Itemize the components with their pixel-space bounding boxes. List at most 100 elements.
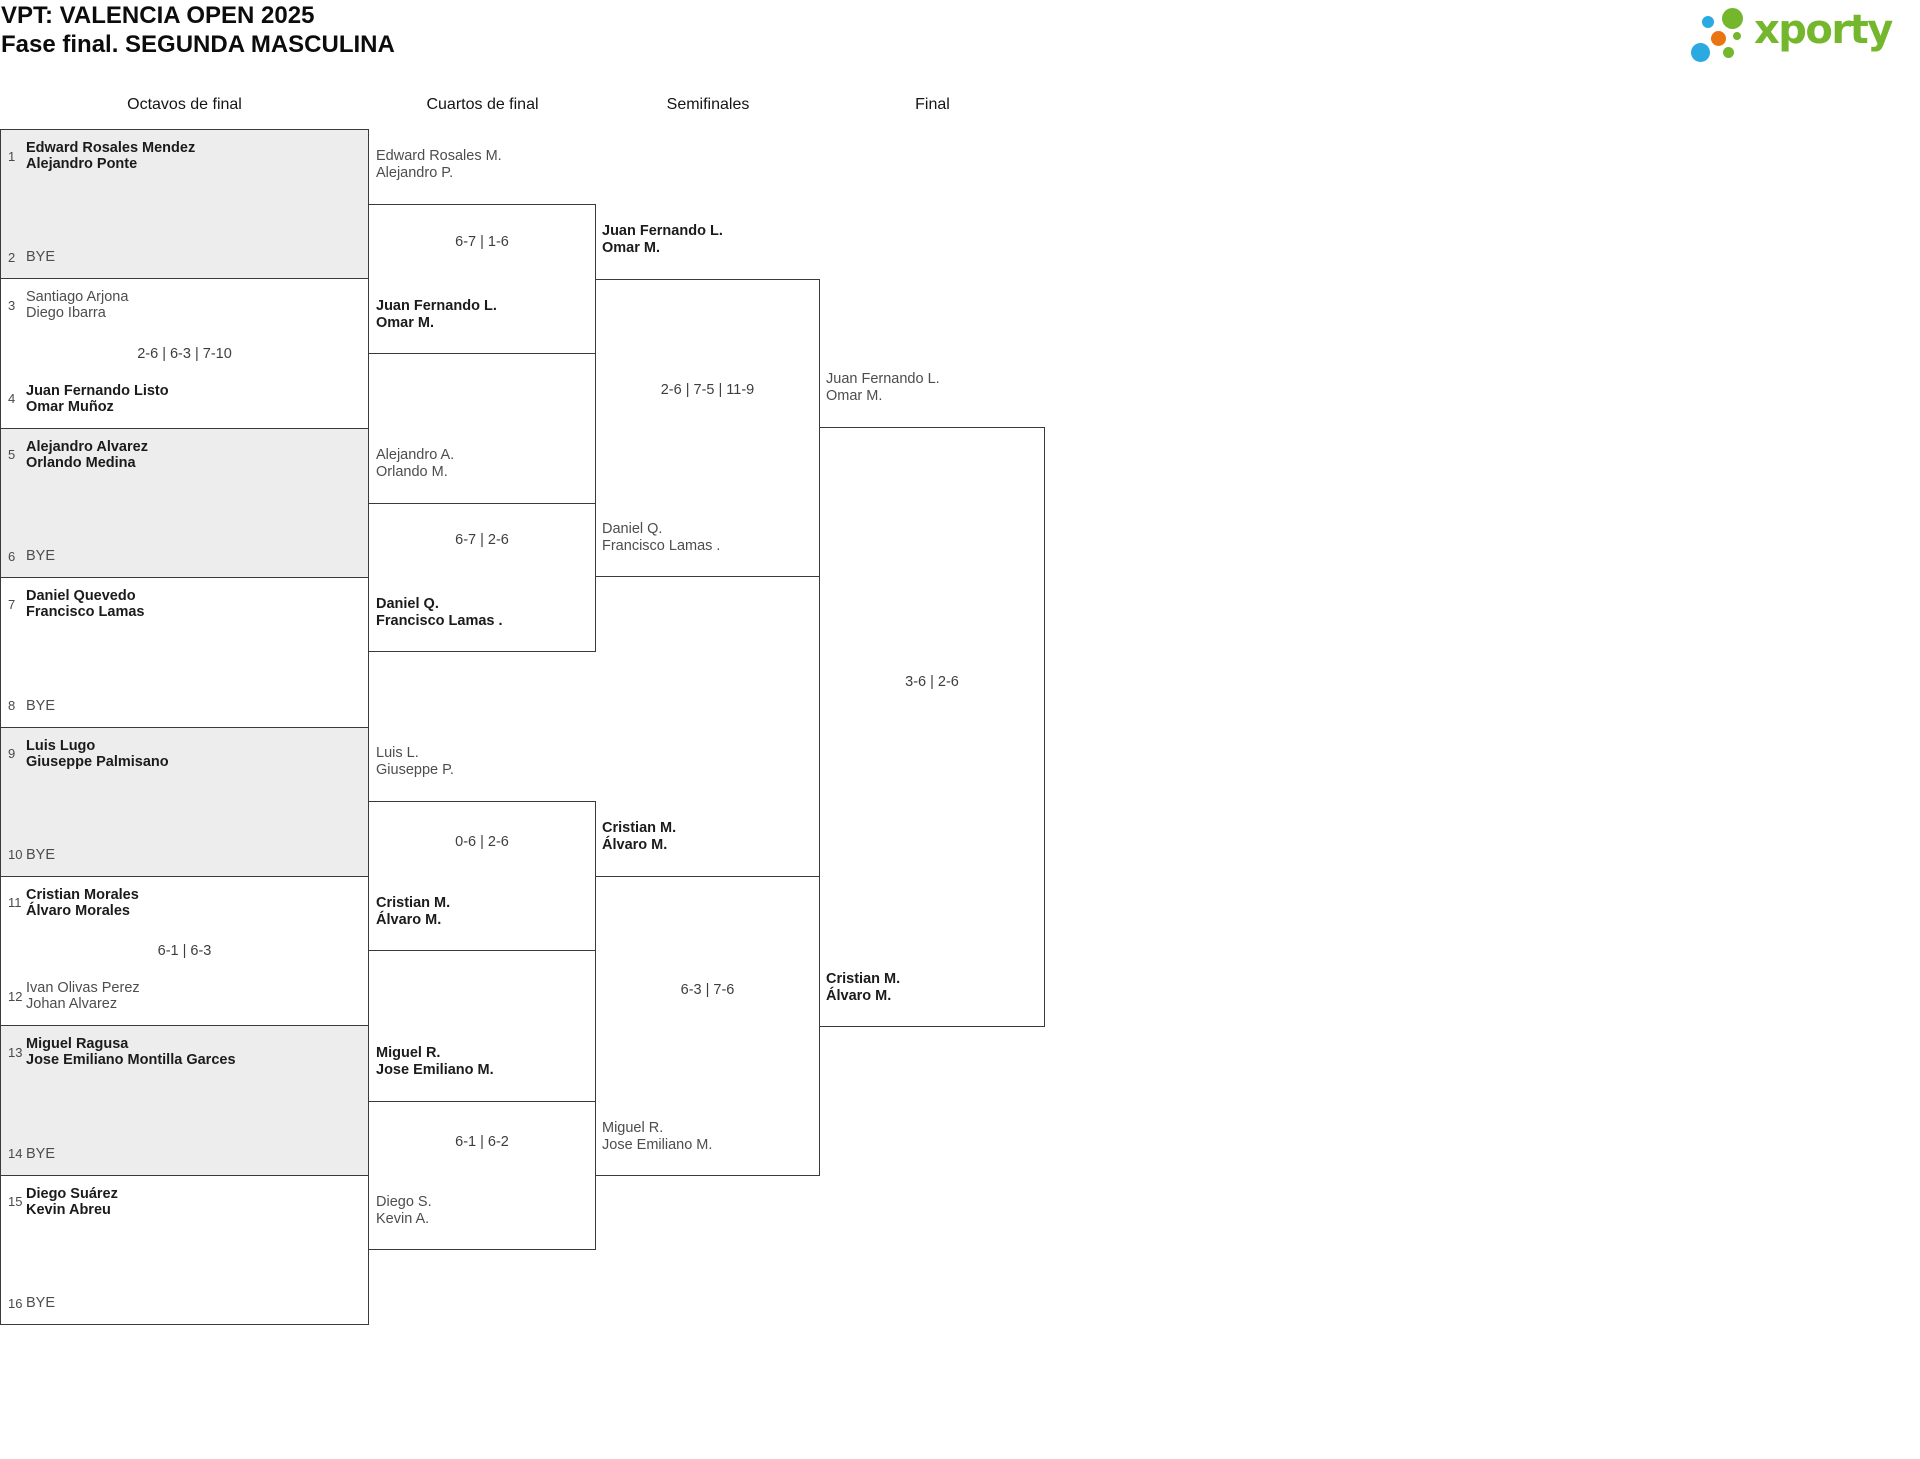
team-name-line: Francisco Lamas xyxy=(26,604,145,621)
team-name-line: Jose Emiliano M. xyxy=(376,1062,494,1078)
team-names: Miguel Ragusa Jose Emiliano Montilla Gar… xyxy=(26,1036,236,1068)
participant-b: 2 BYE xyxy=(8,249,55,265)
team-names: Diego Suárez Kevin Abreu xyxy=(26,1186,118,1218)
team-name-line: Cristian M. xyxy=(826,971,901,987)
team-name-line: Daniel Q. xyxy=(376,596,439,612)
round-header-octavos: Octavos de final xyxy=(127,96,242,113)
r16-match-6: 11 Cristian Morales Álvaro Morales 6-1 |… xyxy=(1,877,368,1027)
qf3-team-b-label: Cristian M. Álvaro M. xyxy=(376,895,450,929)
seed-number: 14 xyxy=(8,1146,23,1162)
participant-b: 8 BYE xyxy=(8,698,55,714)
team-name-line: Kevin A. xyxy=(376,1211,430,1227)
team-name-line: Edward Rosales M. xyxy=(376,148,502,164)
team-name-line: BYE xyxy=(26,1145,56,1162)
qf4-score: 6-1 | 6-2 xyxy=(455,1134,509,1150)
team-name-line: Álvaro M. xyxy=(602,837,668,853)
sf2-team-a-label: Cristian M. Álvaro M. xyxy=(602,820,676,854)
final-score: 3-6 | 2-6 xyxy=(905,674,959,690)
participant-b: 16 BYE xyxy=(8,1295,55,1311)
sf1-team-b-label: Daniel Q. Francisco Lamas . xyxy=(602,521,720,555)
participant-b: 10 BYE xyxy=(8,847,55,863)
team-name-line: Jose Emiliano M. xyxy=(602,1137,713,1153)
round-header-semifinales: Semifinales xyxy=(666,96,750,113)
team-name-line: Miguel R. xyxy=(376,1045,441,1061)
team-name-line: Luis L. xyxy=(376,745,419,761)
team-name-line: Álvaro M. xyxy=(376,912,442,928)
team-name-line: Diego S. xyxy=(376,1194,432,1210)
qf2-team-b-label: Daniel Q. Francisco Lamas . xyxy=(376,596,503,630)
team-name-line: Alejandro Ponte xyxy=(26,156,138,172)
team-name-line: Johan Alvarez xyxy=(26,996,118,1013)
team-name-line: Omar M. xyxy=(602,240,661,256)
team-name-line: Orlando M. xyxy=(376,464,448,480)
team-name-line: Cristian M. xyxy=(602,820,677,836)
team-name-line: BYE xyxy=(26,249,56,266)
seed-number: 5 xyxy=(8,447,16,463)
brand-wordmark: xporty xyxy=(1754,7,1893,53)
logo-dot-blue-small xyxy=(1702,16,1714,28)
team-names: BYE xyxy=(26,249,55,265)
seed-number: 11 xyxy=(8,895,22,911)
sf1-team-a-label: Juan Fernando L. Omar M. xyxy=(602,223,723,257)
qf2-score: 6-7 | 2-6 xyxy=(455,532,509,548)
seed-number: 15 xyxy=(8,1194,23,1210)
team-name-line: Cristian Morales xyxy=(26,886,139,903)
sf2-team-b-label: Miguel R. Jose Emiliano M. xyxy=(602,1120,712,1154)
team-name-line: Luis Lugo xyxy=(26,737,96,754)
team-name-line: Cristian M. xyxy=(376,895,451,911)
team-names: BYE xyxy=(26,548,55,564)
r16-match-7: 13 Miguel Ragusa Jose Emiliano Montilla … xyxy=(1,1026,368,1176)
team-names: Alejandro Alvarez Orlando Medina xyxy=(26,439,148,471)
brand-logo[interactable]: xporty xyxy=(1690,5,1918,67)
match-score: 6-1 | 6-3 xyxy=(157,943,212,960)
team-name-line: Juan Fernando Listo xyxy=(26,382,169,399)
participant-a: 15 Diego Suárez Kevin Abreu xyxy=(8,1186,118,1218)
team-names: Cristian Morales Álvaro Morales xyxy=(26,887,139,919)
team-names: BYE xyxy=(26,1146,55,1162)
team-name-line: Alejandro P. xyxy=(376,165,454,181)
page-subtitle: Fase final. SEGUNDA MASCULINA xyxy=(1,31,395,58)
team-name-line: Alejandro Alvarez xyxy=(26,438,148,455)
seed-number: 13 xyxy=(8,1044,23,1060)
qf1-score: 6-7 | 1-6 xyxy=(455,234,509,250)
team-name-line: Juan Fernando L. xyxy=(826,371,940,387)
team-name-line: Jose Emiliano Montilla Garces xyxy=(26,1052,236,1069)
round-header-final: Final xyxy=(915,96,950,113)
seed-number: 12 xyxy=(8,988,23,1004)
participant-b: 4 Juan Fernando Listo Omar Muñoz xyxy=(8,383,169,415)
team-name-line: Miguel R. xyxy=(602,1120,664,1136)
seed-number: 9 xyxy=(8,746,16,761)
team-name-line: Omar Muñoz xyxy=(26,398,114,415)
team-name-line: Álvaro M. xyxy=(826,988,892,1004)
final-match-box xyxy=(819,427,1045,1027)
team-names: BYE xyxy=(26,847,55,863)
team-name-line: Juan Fernando L. xyxy=(376,298,497,314)
seed-number: 4 xyxy=(8,391,16,407)
team-name-line: Francisco Lamas . xyxy=(602,538,721,554)
final-team-a-label: Juan Fernando L. Omar M. xyxy=(826,371,940,405)
logo-dot-green-small xyxy=(1723,47,1734,58)
participant-a: 3 Santiago Arjona Diego Ibarra xyxy=(8,289,128,321)
team-names: BYE xyxy=(26,1295,55,1311)
team-name-line: Diego Ibarra xyxy=(26,305,106,322)
team-name-line: Daniel Quevedo xyxy=(26,588,136,605)
team-names: BYE xyxy=(26,698,55,714)
r16-match-5: 9 Luis Lugo Giuseppe Palmisano 10 BYE xyxy=(1,727,368,877)
qf2-team-a-label: Alejandro A. Orlando M. xyxy=(376,447,454,481)
r16-match-3: 5 Alejandro Alvarez Orlando Medina 6 BYE xyxy=(1,428,368,579)
qf3-score: 0-6 | 2-6 xyxy=(455,834,509,850)
team-name-line: BYE xyxy=(26,846,56,863)
page-title: VPT: VALENCIA OPEN 2025 xyxy=(1,2,315,29)
participant-a: 1 Edward Rosales Mendez Alejandro Ponte xyxy=(8,140,195,172)
match-score: 2-6 | 6-3 | 7-10 xyxy=(137,345,232,362)
round-header-cuartos: Cuartos de final xyxy=(426,96,539,113)
team-name-line: Alejandro A. xyxy=(376,447,455,463)
round-of-16-column: 1 Edward Rosales Mendez Alejandro Ponte … xyxy=(0,129,369,1325)
team-name-line: Miguel Ragusa xyxy=(26,1036,129,1053)
qf1-team-a-label: Edward Rosales M. Alejandro P. xyxy=(376,148,502,182)
team-names: Luis Lugo Giuseppe Palmisano xyxy=(26,738,169,770)
team-name-line: Ivan Olivas Perez xyxy=(26,980,140,997)
team-name-line: Diego Suárez xyxy=(26,1185,118,1202)
seed-number: 10 xyxy=(8,847,23,863)
